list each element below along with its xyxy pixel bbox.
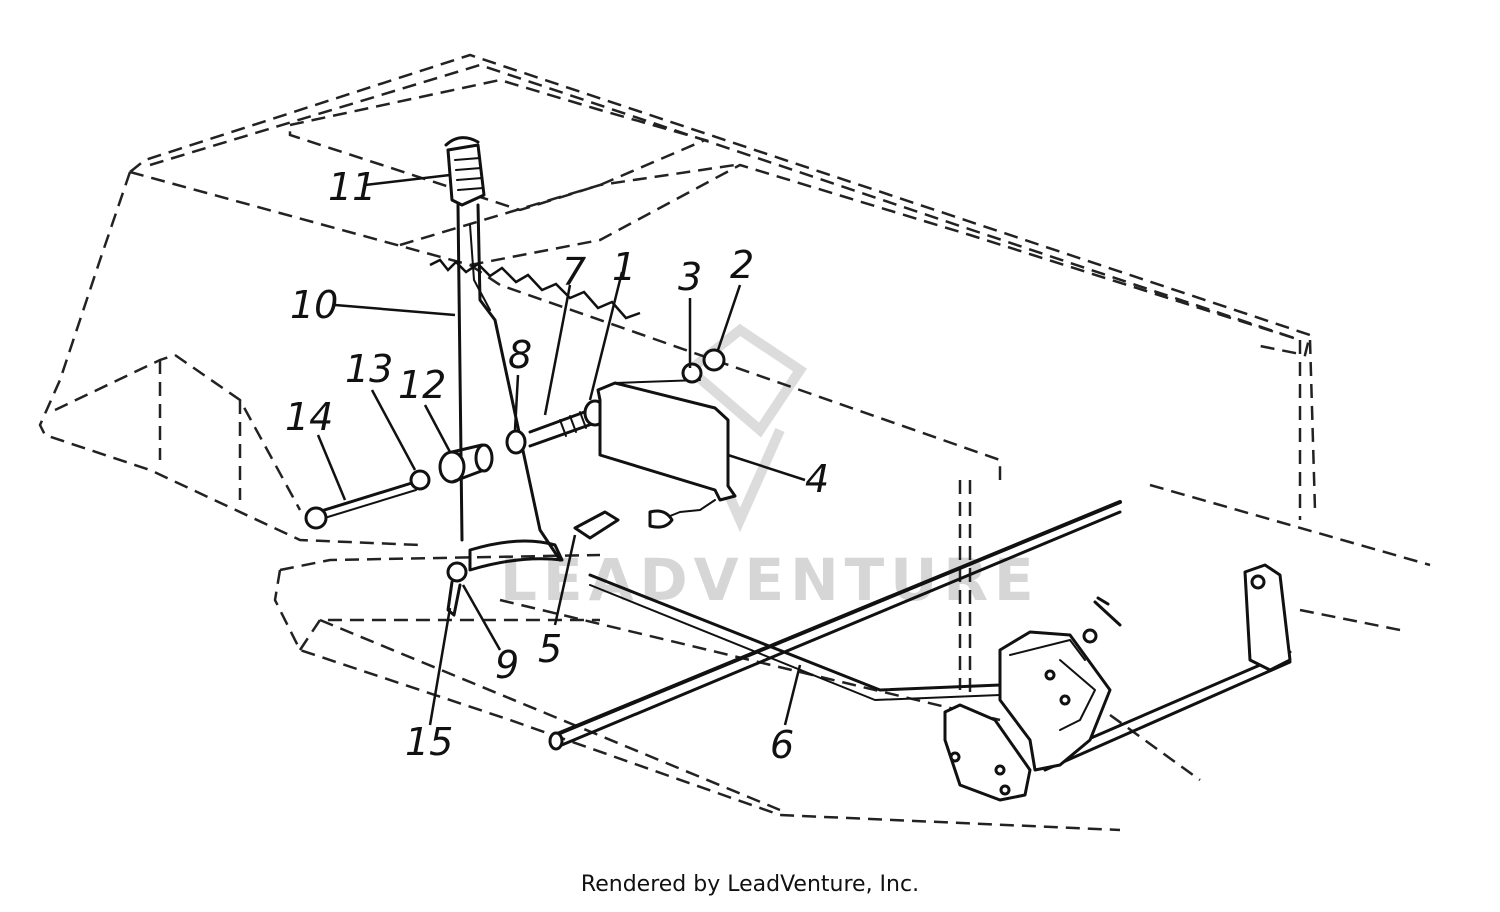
part-label-9: 9	[495, 643, 519, 687]
part-label-6: 6	[770, 723, 794, 767]
part-label-2: 2	[730, 243, 754, 287]
washer-3	[681, 362, 703, 384]
part-label-4: 4	[805, 457, 829, 501]
part-label-7: 7	[562, 250, 586, 294]
part-label-13: 13	[345, 347, 393, 391]
shift-lever-right	[476, 203, 562, 562]
part-label-14: 14	[285, 395, 333, 439]
shift-lever-left	[456, 203, 464, 542]
knob-top	[444, 136, 480, 147]
small-pin	[1093, 596, 1122, 627]
bolt	[316, 480, 417, 514]
watermark-text: LEADVENTURE	[500, 546, 1040, 614]
cotter-15	[446, 580, 462, 617]
nut-2	[702, 348, 726, 372]
part-label-10: 10	[290, 283, 338, 327]
part-labels: 1 2 3 4 5 6 7 8 9 10 11 12 13 14 15	[285, 165, 829, 767]
clip-9	[446, 561, 468, 583]
pivot-plate	[998, 630, 1112, 772]
long-shaft	[553, 500, 1122, 737]
gear-rack	[429, 258, 641, 320]
bracket-4	[596, 381, 737, 502]
spring-7	[528, 408, 594, 448]
knob	[446, 143, 486, 207]
leader-lines	[316, 173, 806, 726]
part-label-15: 15	[405, 720, 453, 764]
small-washer	[1082, 628, 1098, 644]
washer-8	[505, 429, 527, 455]
parts-geometry	[304, 136, 1292, 802]
credit-text: Rendered by LeadVenture, Inc.	[580, 872, 920, 897]
part-label-1: 1	[612, 245, 636, 289]
part-label-5: 5	[538, 627, 562, 671]
part-label-12: 12	[398, 363, 446, 407]
pin-5	[573, 510, 620, 540]
part-label-3: 3	[678, 255, 702, 299]
part-label-8: 8	[508, 333, 532, 377]
part-label-11: 11	[328, 165, 376, 209]
washer-13	[409, 469, 431, 491]
shift-quadrant	[468, 539, 564, 572]
watermark: LEADVENTURE	[500, 323, 1040, 614]
right-arm	[1243, 563, 1292, 672]
tractor-body-outline	[38, 53, 1431, 832]
